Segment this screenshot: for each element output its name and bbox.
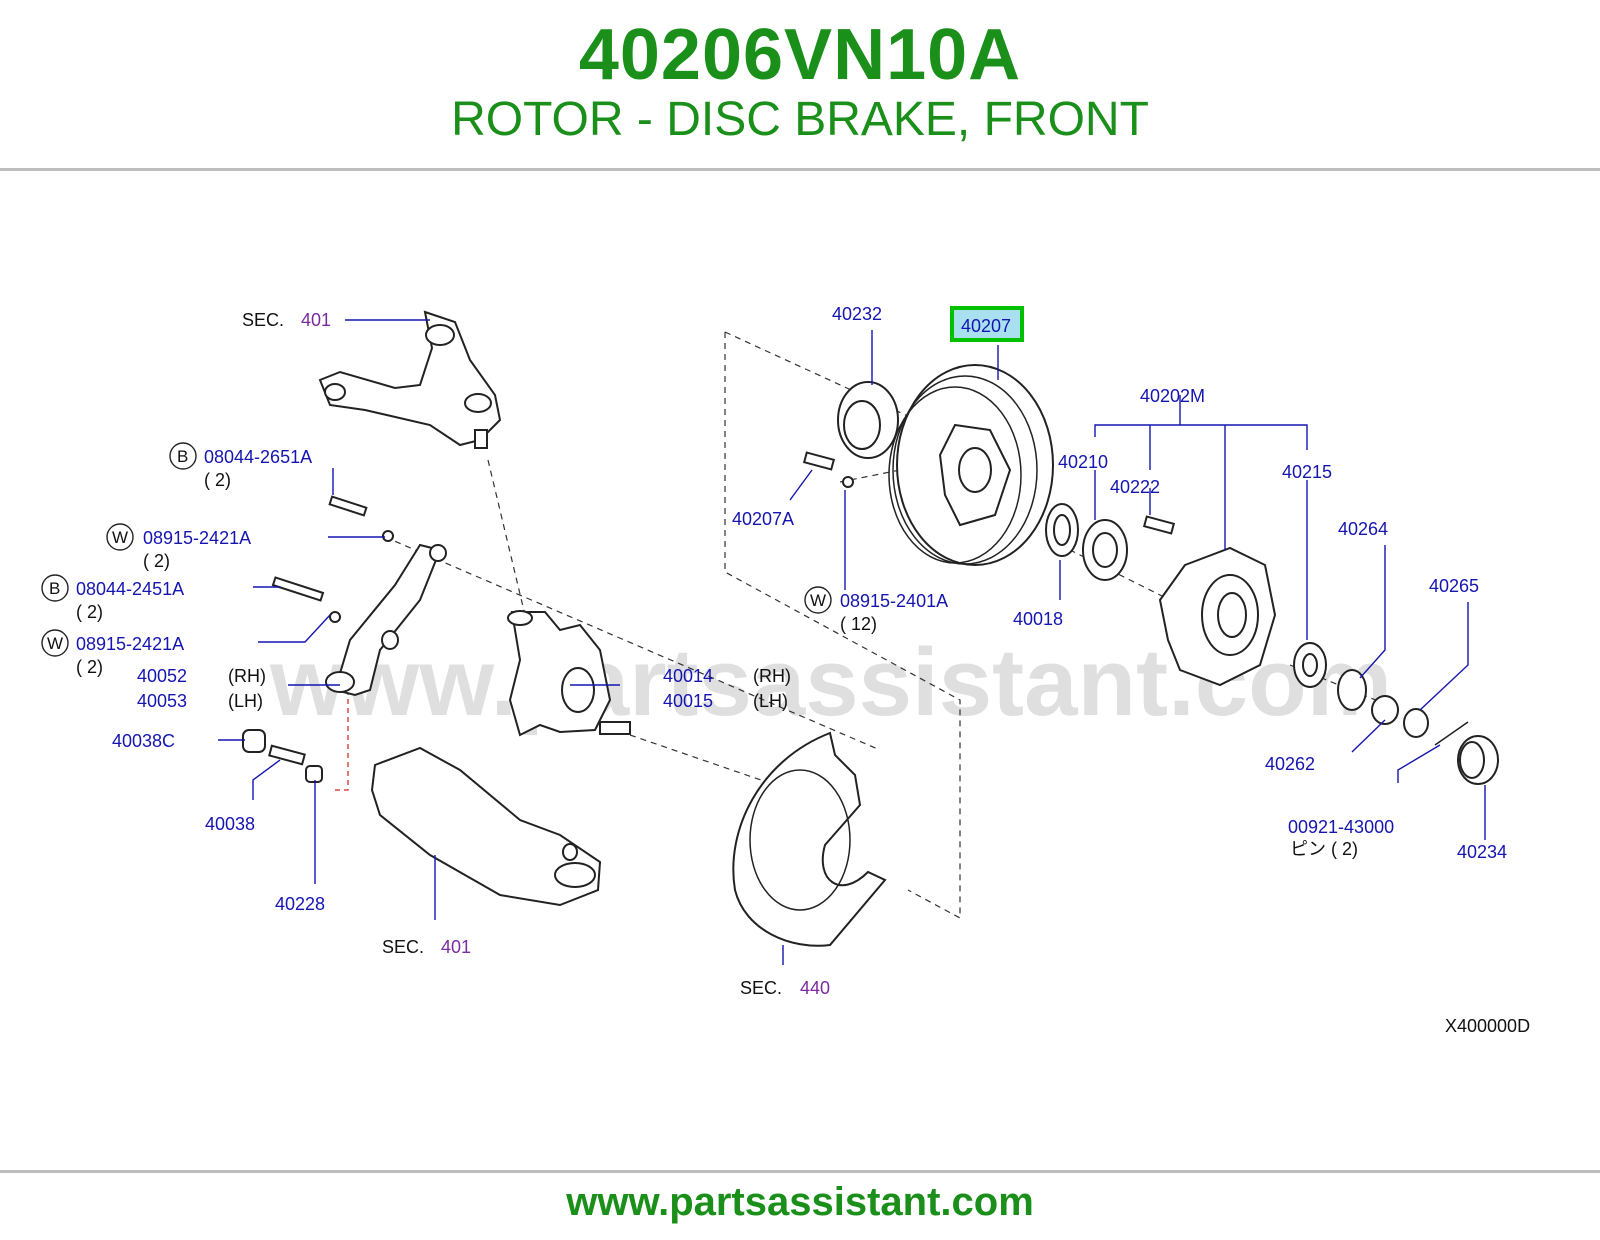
leader-lines — [218, 319, 1486, 965]
quantity-note: ( 12) — [840, 614, 877, 634]
part-label-00921-43000[interactable]: 00921-43000 — [1288, 817, 1394, 837]
part-label-08915-2401A[interactable]: 08915-2401A — [840, 591, 948, 611]
part-number-title: 40206VN10A — [578, 15, 1022, 95]
steering-knuckle[interactable] — [507, 610, 631, 737]
part-label-40038[interactable]: 40038 — [205, 814, 255, 834]
part-label-40018[interactable]: 40018 — [1013, 609, 1063, 629]
part-label-40015[interactable]: 40015 — [663, 691, 713, 711]
left-hardware[interactable] — [242, 495, 394, 783]
part-label-40228[interactable]: 40228 — [275, 894, 325, 914]
part-label-40265[interactable]: 40265 — [1429, 576, 1479, 596]
wheel-hub[interactable] — [1142, 515, 1277, 687]
thrust-washer[interactable] — [1337, 669, 1367, 711]
quantity-note: ( 2) — [204, 470, 231, 490]
quantity-note: ピン ( 2) — [1290, 839, 1358, 859]
part-label-08044-2451A[interactable]: 08044-2451A — [76, 579, 184, 599]
circle-letter-w: W — [47, 634, 63, 653]
side-note: (LH) — [228, 691, 263, 711]
section-prefix: SEC. — [242, 310, 284, 330]
lower-control-arm[interactable] — [370, 746, 602, 907]
section-link-401[interactable]: 401 — [301, 310, 331, 330]
part-label-40202M[interactable]: 40202M — [1140, 386, 1205, 406]
side-note: (LH) — [753, 691, 788, 711]
circle-letter-w: W — [810, 591, 826, 610]
quantity-note: ( 2) — [76, 602, 103, 622]
section-link-440[interactable]: 440 — [800, 978, 830, 998]
disc-rotor[interactable] — [888, 364, 1054, 566]
side-note: (RH) — [228, 666, 266, 686]
outer-race[interactable] — [1082, 519, 1128, 581]
footer-site-link[interactable]: www.partsassistant.com — [566, 1180, 1034, 1224]
header: 40206VN10A ROTOR - DISC BRAKE, FRONT — [0, 0, 1600, 168]
cotter-pin — [1434, 721, 1469, 746]
part-label-40232[interactable]: 40232 — [832, 304, 882, 324]
circle-letter-b: B — [177, 447, 188, 466]
nut-retainer[interactable] — [1403, 708, 1429, 738]
rotor-bolt[interactable] — [802, 451, 854, 488]
section-link-401[interactable]: 401 — [441, 937, 471, 957]
upper-control-arm[interactable] — [318, 310, 502, 449]
part-label-40262[interactable]: 40262 — [1265, 754, 1315, 774]
quantity-note: ( 2) — [76, 657, 103, 677]
circle-letter-w: W — [112, 528, 128, 547]
part-label-08915-2421A[interactable]: 08915-2421A — [76, 634, 184, 654]
outer-bearing[interactable] — [1293, 642, 1327, 688]
part-label-40215[interactable]: 40215 — [1282, 462, 1332, 482]
circle-letter-b: B — [49, 579, 60, 598]
part-label-40052[interactable]: 40052 — [137, 666, 187, 686]
part-label-40207[interactable]: 40207 — [961, 316, 1011, 336]
part-label-40222[interactable]: 40222 — [1110, 477, 1160, 497]
circle-markers: B W B W W — [41, 442, 832, 657]
parts-diagram: www.partsassistant.com — [41, 304, 1530, 1036]
part-label-40234[interactable]: 40234 — [1457, 842, 1507, 862]
section-prefix: SEC. — [740, 978, 782, 998]
diagram-code: X400000D — [1445, 1016, 1530, 1036]
inner-bearing[interactable] — [1045, 503, 1079, 557]
footer-divider — [0, 1170, 1600, 1173]
side-note: (RH) — [753, 666, 791, 686]
highlighted-part-box[interactable] — [950, 306, 1024, 342]
part-label-40264[interactable]: 40264 — [1338, 519, 1388, 539]
tension-rod[interactable] — [325, 543, 447, 697]
part-label-40053[interactable]: 40053 — [137, 691, 187, 711]
dust-shield[interactable] — [732, 731, 887, 947]
part-label-40210[interactable]: 40210 — [1058, 452, 1108, 472]
quantity-note: ( 2) — [143, 551, 170, 571]
lock-nut[interactable] — [1371, 695, 1399, 725]
part-label-08915-2421A[interactable]: 08915-2421A — [143, 528, 251, 548]
part-label-40038C[interactable]: 40038C — [112, 731, 175, 751]
part-label-08044-2651A[interactable]: 08044-2651A — [204, 447, 312, 467]
part-label-40207A[interactable]: 40207A — [732, 509, 794, 529]
section-prefix: SEC. — [382, 937, 424, 957]
part-label-40014[interactable]: 40014 — [663, 666, 713, 686]
grease-seal[interactable] — [837, 381, 899, 459]
part-description: ROTOR - DISC BRAKE, FRONT — [451, 93, 1149, 146]
grease-cap[interactable] — [1457, 735, 1499, 785]
header-divider — [0, 168, 1600, 171]
